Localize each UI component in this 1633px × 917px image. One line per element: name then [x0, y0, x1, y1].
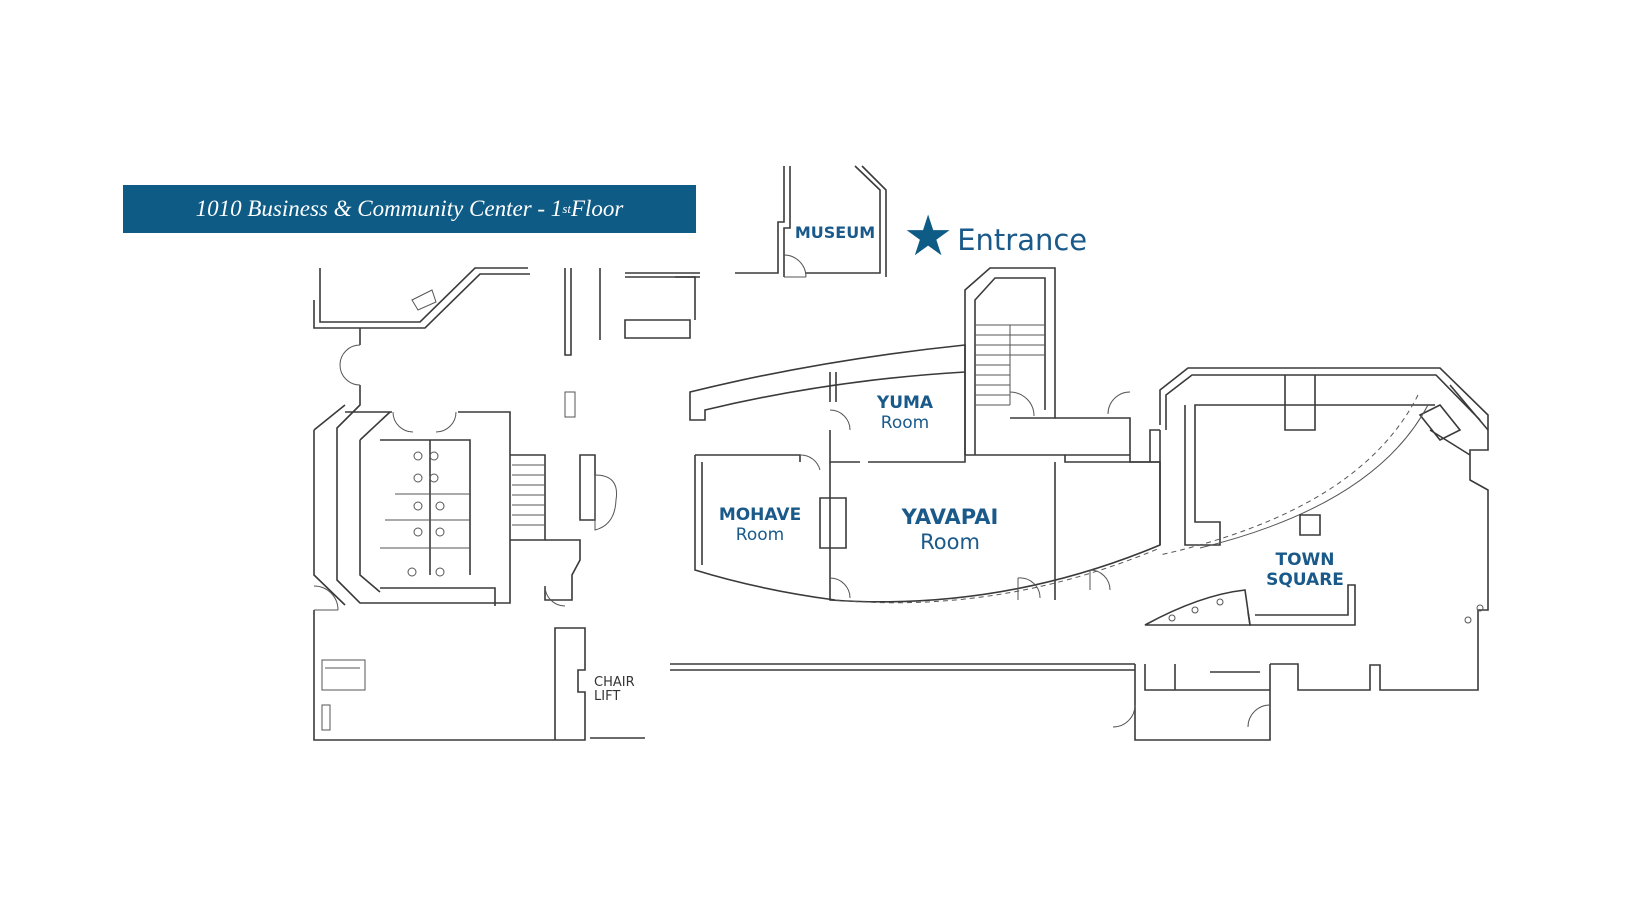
entrance-marker: ★ Entrance: [903, 208, 1087, 264]
town-square-outline: [1112, 367, 1489, 741]
yavapai-sub: Room: [920, 530, 980, 555]
room-town-square: TOWN SQUARE: [1250, 550, 1360, 591]
museum-outline: [625, 165, 887, 278]
room-museum: MUSEUM: [790, 223, 880, 242]
floor-title-end: Floor: [570, 196, 624, 221]
chair-lift-label: CHAIR LIFT: [594, 675, 635, 705]
corridor-wall: [590, 663, 1135, 739]
lower-left-room: [313, 585, 586, 741]
restroom-block: [313, 328, 511, 606]
floor-title-superscript: st: [562, 201, 571, 216]
room-yavapai: YAVAPAI Room: [880, 505, 1020, 555]
yavapai-name: YAVAPAI: [901, 505, 999, 529]
mohave-sub: Room: [735, 525, 785, 546]
star-icon: ★: [903, 204, 954, 267]
lift-label: LIFT: [594, 689, 621, 705]
central-rooms: [689, 344, 1161, 604]
stair-tower: [964, 267, 1160, 463]
town-label: TOWN: [1275, 550, 1335, 570]
left-upper-walls: [313, 267, 696, 418]
stairs-left: [510, 454, 618, 607]
yuma-sub: Room: [880, 413, 930, 434]
entrance-label: Entrance: [957, 223, 1088, 257]
room-yuma: YUMA Room: [860, 393, 950, 434]
room-mohave: MOHAVE Room: [705, 505, 815, 546]
square-label: SQUARE: [1266, 570, 1344, 591]
floor-title: 1010 Business & Community Center - 1: [195, 196, 563, 221]
mohave-name: MOHAVE: [718, 505, 802, 525]
chair-label: CHAIR: [594, 675, 635, 690]
museum-label: MUSEUM: [794, 223, 876, 242]
yuma-name: YUMA: [876, 393, 934, 413]
